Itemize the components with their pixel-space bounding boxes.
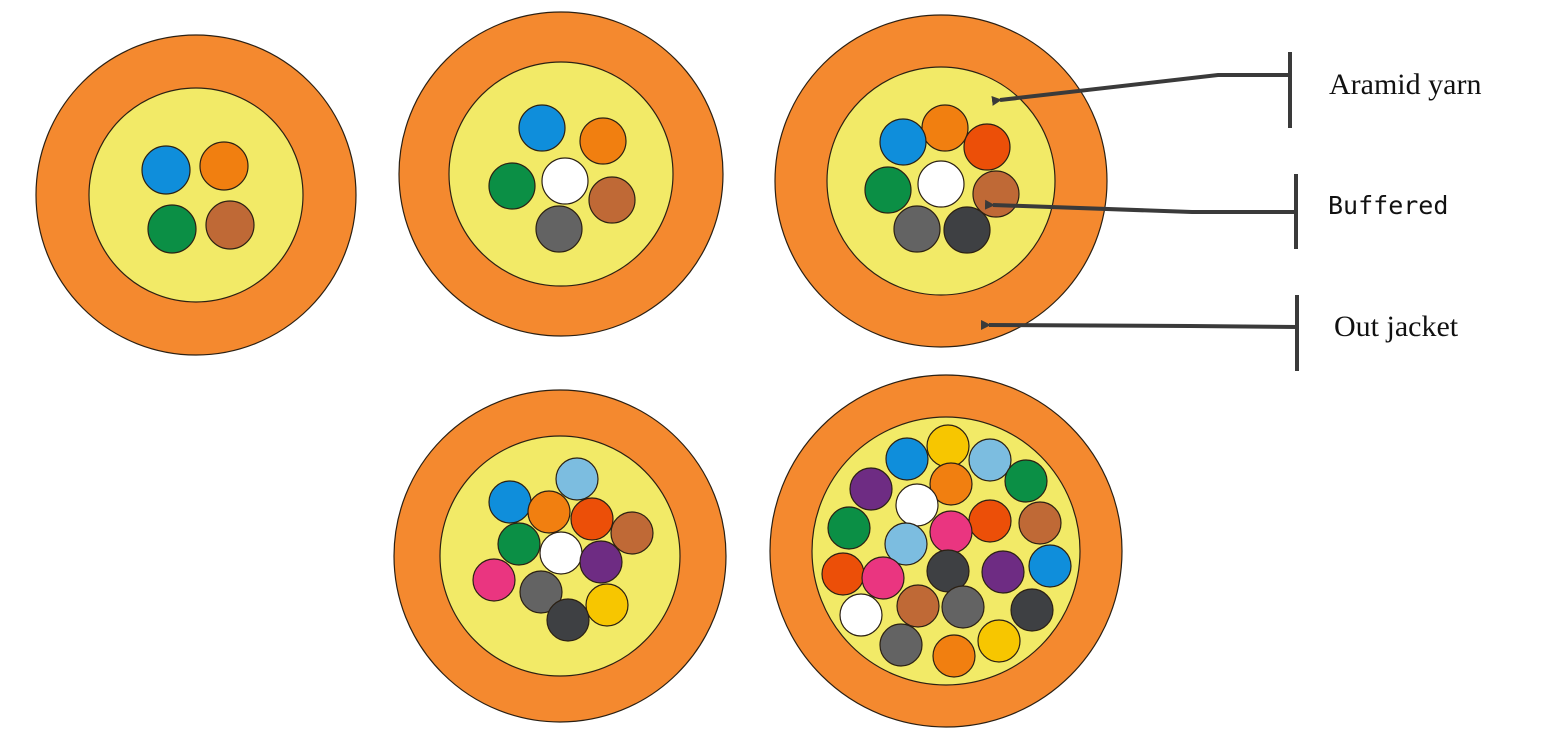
- aramid-yarn-label: Aramid yarn: [1329, 68, 1481, 101]
- buffered-fiber-red: [963, 123, 1011, 171]
- out-jacket-label: Out jacket: [1334, 310, 1459, 343]
- buffered-fiber-violet: [981, 550, 1025, 594]
- buffered-fiber-blue: [518, 104, 566, 152]
- buffered-fiber-aqua: [884, 522, 928, 566]
- buffered-fiber-rose: [929, 510, 973, 554]
- aramid-yarn-leader-line: [991, 73, 1290, 106]
- buffered-fiber-blue: [885, 437, 929, 481]
- buffered-fiber-green: [1004, 459, 1048, 503]
- buffered-fiber-brown: [1018, 501, 1062, 545]
- buffered-fiber-green: [497, 522, 541, 566]
- cable-8-fiber: [774, 14, 1108, 348]
- buffered-fiber-blue: [879, 118, 927, 166]
- buffered-fiber-red: [968, 499, 1012, 543]
- buffered-fiber-white: [541, 157, 589, 205]
- cable-4-fiber: [35, 34, 357, 356]
- callout-aramid-yarn: Aramid yarn: [991, 52, 1481, 128]
- buffered-fiber-orange: [932, 634, 976, 678]
- buffered-fiber-white: [839, 593, 883, 637]
- buffered-fiber-rose: [861, 556, 905, 600]
- buffered-fiber-orange: [579, 117, 627, 165]
- buffered-fiber-white: [539, 531, 583, 575]
- buffered-fiber-green: [488, 162, 536, 210]
- buffered-fiber-slate: [941, 585, 985, 629]
- buffered-fiber-orange: [929, 462, 973, 506]
- buffered-fiber-blue: [141, 145, 191, 195]
- buffered-fiber-slate: [535, 205, 583, 253]
- callout-out-jacket: Out jacket: [980, 295, 1459, 371]
- buffered-label: Buffered: [1328, 191, 1448, 220]
- cables-layer: [35, 11, 1123, 728]
- buffered-fiber-brown: [896, 584, 940, 628]
- buffered-fiber-brown: [588, 176, 636, 224]
- buffered-fiber-aqua: [555, 457, 599, 501]
- buffered-fiber-white: [895, 483, 939, 527]
- buffered-fiber-green: [147, 204, 197, 254]
- buffered-fiber-orange: [921, 104, 969, 152]
- buffered-fiber-yellow: [926, 424, 970, 468]
- buffered-fiber-orange: [199, 141, 249, 191]
- buffered-fiber-blue: [1028, 544, 1072, 588]
- cable-24-fiber: [769, 374, 1123, 728]
- buffered-fiber-green: [864, 166, 912, 214]
- buffered-fiber-yellow: [977, 619, 1021, 663]
- buffered-fiber-slate: [879, 623, 923, 667]
- buffered-fiber-black: [943, 206, 991, 254]
- cable-12-fiber: [393, 389, 727, 723]
- buffered-fiber-green: [827, 506, 871, 550]
- buffered-fiber-aqua: [968, 438, 1012, 482]
- buffered-fiber-slate: [893, 205, 941, 253]
- buffered-leader-line: [984, 199, 1296, 214]
- buffered-fiber-rose: [472, 558, 516, 602]
- buffered-fiber-brown: [610, 511, 654, 555]
- buffered-fiber-white: [917, 160, 965, 208]
- buffered-fiber-violet: [849, 467, 893, 511]
- buffered-fiber-red: [570, 497, 614, 541]
- buffered-fiber-blue: [488, 480, 532, 524]
- callout-buffered: Buffered: [984, 174, 1448, 249]
- cable-6-fiber: [398, 11, 724, 337]
- aramid-yarn-layer: [88, 87, 304, 303]
- out-jacket-leader-line: [980, 319, 1298, 330]
- buffered-fiber-orange: [527, 490, 571, 534]
- buffered-fiber-brown: [972, 170, 1020, 218]
- buffered-fiber-violet: [579, 540, 623, 584]
- buffered-fiber-yellow: [585, 583, 629, 627]
- buffered-fiber-black: [1010, 588, 1054, 632]
- buffered-fiber-black: [546, 598, 590, 642]
- buffered-fiber-brown: [205, 200, 255, 250]
- buffered-fiber-slate: [519, 570, 563, 614]
- buffered-fiber-red: [821, 552, 865, 596]
